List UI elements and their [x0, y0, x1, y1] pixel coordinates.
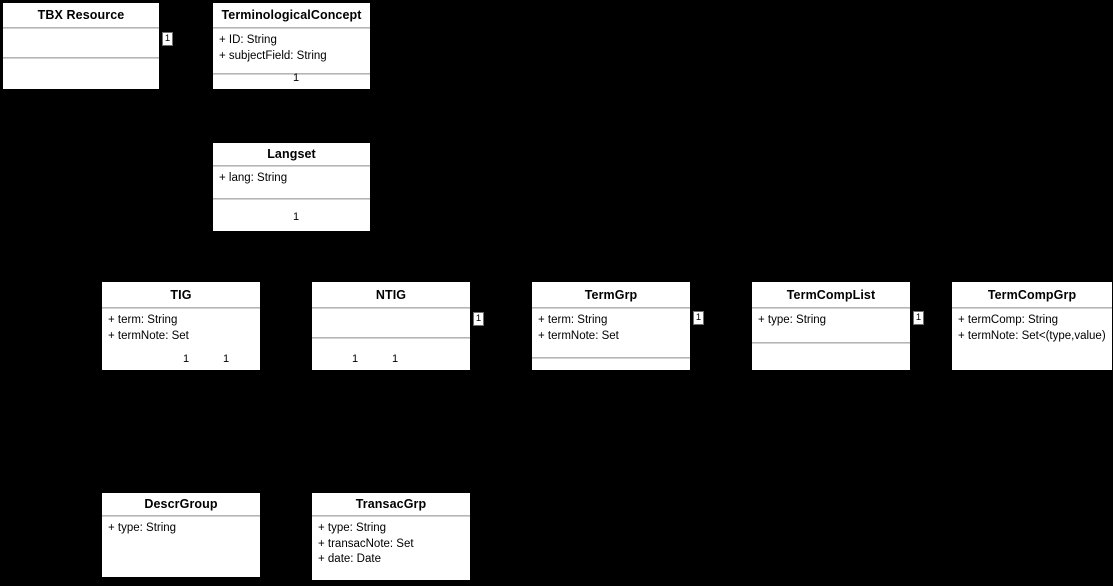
class-attributes: + ID: String + subjectField: String [213, 29, 370, 73]
compartment-divider [312, 337, 470, 339]
class-title: TransacGrp [355, 497, 427, 511]
class-attributes: + term: String + termNote: Set [102, 309, 260, 370]
multiplicity-label-tig-bottom-left: 1 [182, 353, 190, 365]
compartment-divider [3, 57, 159, 59]
class-attribute: + lang: String [219, 172, 288, 184]
class-title: TermCompList [786, 287, 876, 302]
class-attribute: + termNote: Set [108, 329, 189, 342]
class-attributes-empty [312, 309, 470, 337]
class-attribute: + type: String [758, 314, 827, 326]
compartment-divider [213, 165, 370, 167]
class-attribute: + termComp: String [958, 314, 1059, 326]
class-operations-empty [532, 359, 690, 370]
multiplicity-label-terminologicalconcept-bottom: 1 [292, 72, 300, 84]
compartment-divider [532, 357, 690, 359]
multiplicity-box-termgrp-right: 1 [693, 311, 704, 325]
class-box-termcomplist[interactable]: TermCompList + type: String [751, 281, 911, 371]
compartment-divider [312, 515, 470, 517]
class-title: TerminologicalConcept [221, 8, 362, 22]
class-attributes: + lang: String [213, 167, 370, 198]
compartment-divider [312, 307, 470, 309]
class-box-terminologicalconcept[interactable]: TerminologicalConcept + ID: String + sub… [212, 2, 371, 90]
class-attribute: + term: String [108, 314, 178, 326]
class-attribute: + ID: String [219, 34, 277, 46]
compartment-divider [213, 73, 370, 75]
class-title: TIG [170, 287, 192, 302]
compartment-divider [102, 307, 260, 309]
class-attribute: + subjectField: String [219, 49, 327, 62]
class-attribute: + termNote: Set [538, 329, 619, 342]
class-operations-empty [752, 344, 910, 370]
class-attributes: + type: String + transacNote: Set + date… [312, 517, 470, 580]
class-title: TermCompGrp [987, 287, 1077, 302]
class-attribute: + termNote: Set<(type,value) [958, 329, 1106, 342]
multiplicity-label-langset-bottom: 1 [292, 211, 300, 223]
multiplicity-label-tig-bottom-right: 1 [222, 353, 230, 365]
class-box-tig[interactable]: TIG + term: String + termNote: Set [101, 281, 261, 371]
compartment-divider [3, 27, 159, 29]
class-attribute: + term: String [538, 314, 608, 326]
compartment-divider [213, 27, 370, 29]
class-title: DescrGroup [144, 497, 218, 511]
compartment-divider [102, 515, 260, 517]
compartment-divider [532, 307, 690, 309]
class-box-descrgroup[interactable]: DescrGroup + type: String [101, 492, 261, 578]
class-attributes-empty [3, 29, 159, 57]
multiplicity-label-ntig-bottom-left: 1 [351, 353, 359, 365]
class-title: TBX Resource [37, 8, 125, 22]
class-attribute: + date: Date [318, 553, 381, 565]
class-attribute: + type: String [108, 522, 177, 534]
class-box-langset[interactable]: Langset + lang: String [212, 142, 371, 232]
class-box-ntig[interactable]: NTIG [311, 281, 471, 371]
multiplicity-box-termcomplist-right: 1 [913, 311, 924, 325]
class-box-transacgrp[interactable]: TransacGrp + type: String + transacNote:… [311, 492, 471, 581]
class-operations-empty [3, 59, 159, 89]
compartment-divider [952, 307, 1112, 309]
class-box-termgrp[interactable]: TermGrp + term: String + termNote: Set [531, 281, 691, 371]
multiplicity-box-ntig-right: 1 [473, 312, 484, 326]
class-title: Langset [267, 147, 316, 161]
multiplicity-label-ntig-bottom-right: 1 [391, 353, 399, 365]
class-box-tbx-resource[interactable]: TBX Resource [2, 2, 160, 90]
class-box-termcompgrp[interactable]: TermCompGrp + termComp: String + termNot… [951, 281, 1113, 371]
compartment-divider [752, 307, 910, 309]
class-title: NTIG [375, 287, 407, 302]
class-attributes: + type: String [102, 517, 260, 577]
class-attribute: + type: String [318, 522, 387, 534]
class-attributes: + termComp: String + termNote: Set<(type… [952, 309, 1112, 370]
class-attributes: + term: String + termNote: Set [532, 309, 690, 357]
multiplicity-box-tbx-resource-right: 1 [162, 32, 173, 46]
class-attributes: + type: String [752, 309, 910, 342]
class-attribute: + transacNote: Set [318, 537, 414, 550]
compartment-divider [213, 198, 370, 200]
compartment-divider [752, 342, 910, 344]
class-title: TermGrp [584, 287, 638, 302]
